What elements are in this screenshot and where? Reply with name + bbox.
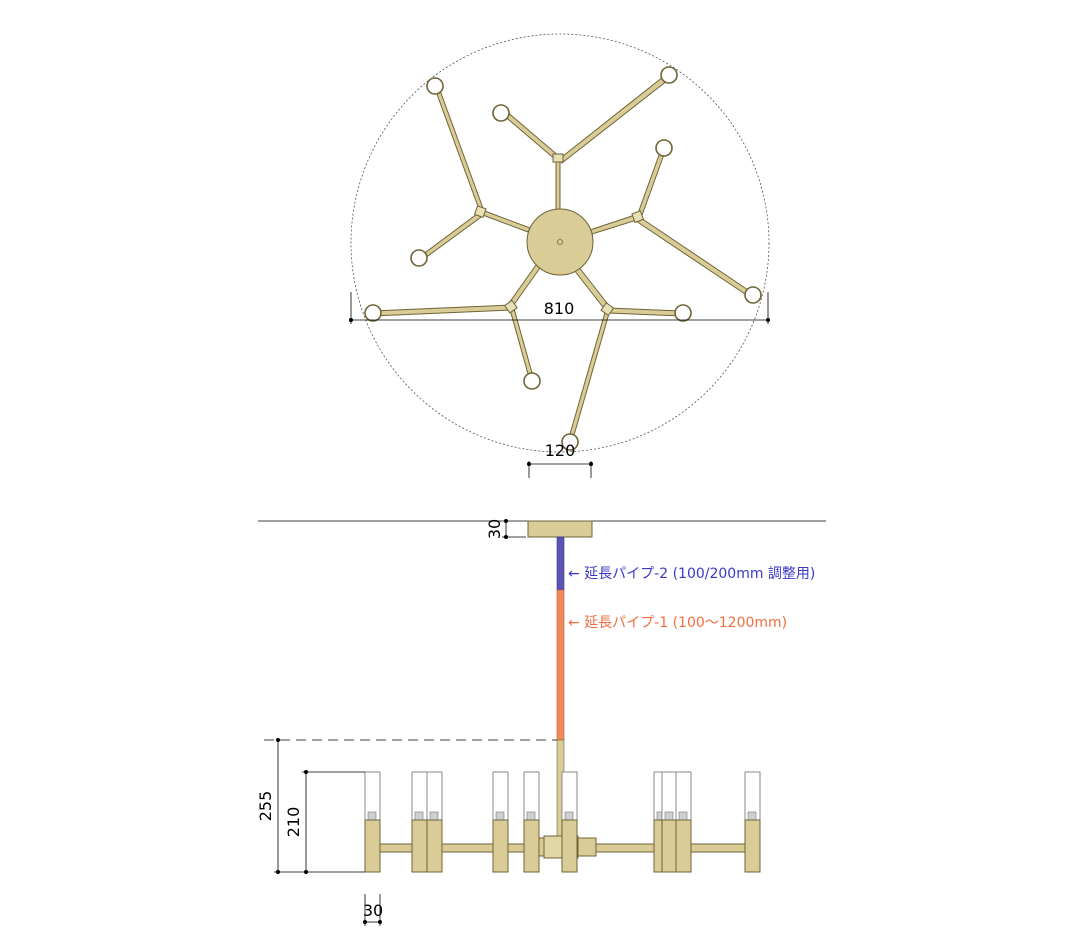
dimension-30-holder-label: 30 [363,901,383,920]
bulb-8 [674,304,692,322]
bulb-2 [492,104,510,122]
bulb-10 [561,433,579,451]
top-view: 810 120 [348,33,771,478]
arm-upper-right-branch-a [636,146,667,219]
arm-top-branch-b [557,72,673,164]
holder-3 [426,771,443,873]
joint-upper-left [473,205,487,219]
dimension-120 [527,461,594,478]
candle-holders [364,771,761,873]
holder-10 [744,771,761,873]
canopy-side [527,520,593,538]
arm-upper-left [479,209,531,233]
bulb-7 [364,304,382,322]
dimension-255-label: 255 [256,791,275,822]
arm-lower-right-branch-b [567,308,611,443]
joint-lower-right [600,302,615,317]
arm-upper-right-branch-b [635,215,755,299]
dimension-210-label: 210 [284,807,303,838]
holder-8 [661,771,678,873]
canopy-center-hole [557,239,563,245]
joint-top [552,153,564,163]
holder-6 [561,771,578,873]
arm-upper-left-branch-a [433,84,485,213]
bulb-6 [744,286,762,304]
arm-lower-right-branch-a [607,307,683,317]
holder-5 [523,771,540,873]
arms-group [371,72,755,443]
holder-9 [675,771,692,873]
bulb-ends [364,66,762,451]
pipe1-annotation: ← 延長パイプ-1 (100〜1200mm) [568,615,787,631]
extension-pipe-1 [556,589,565,741]
side-view: 30 ← 延長パイプ-2 (100/200mm 調整用) ← 延長パイプ-1 (… [256,519,826,926]
holder-1 [364,771,381,873]
dimension-30-canopy-label: 30 [485,519,504,539]
extension-pipe-2 [556,536,565,591]
dimension-120-label: 120 [545,441,576,460]
arm-lower-right [573,265,611,312]
pipe2-annotation: ← 延長パイプ-2 (100/200mm 調整用) [568,566,815,582]
holder-2 [411,771,428,873]
arm-upper-left-branch-b [417,210,485,262]
dimension-30-canopy [502,519,526,540]
dimension-810-label: 810 [544,299,575,318]
bulb-4 [655,139,673,157]
bulb-9 [523,372,541,390]
outer-diameter-circle [350,33,770,453]
arm-top [555,159,561,211]
bulb-5 [410,249,428,267]
dimension-255 [274,738,365,875]
bulb-1 [426,77,444,95]
dimension-810 [348,292,771,324]
canopy-top [526,208,594,276]
holder-4 [492,771,509,873]
dimension-210 [302,770,365,875]
joint-upper-right [631,210,645,224]
bulb-3 [660,66,678,84]
arm-top-branch-a [501,110,561,161]
dimension-30-holder [362,894,382,926]
arm-lower-left-branch-a [371,304,512,317]
arm-lower-left-branch-b [508,304,535,382]
arm-upper-right [589,213,641,235]
arm-lower-left [508,264,541,307]
joint-lower-left [503,299,518,314]
arm-joints [473,153,645,317]
